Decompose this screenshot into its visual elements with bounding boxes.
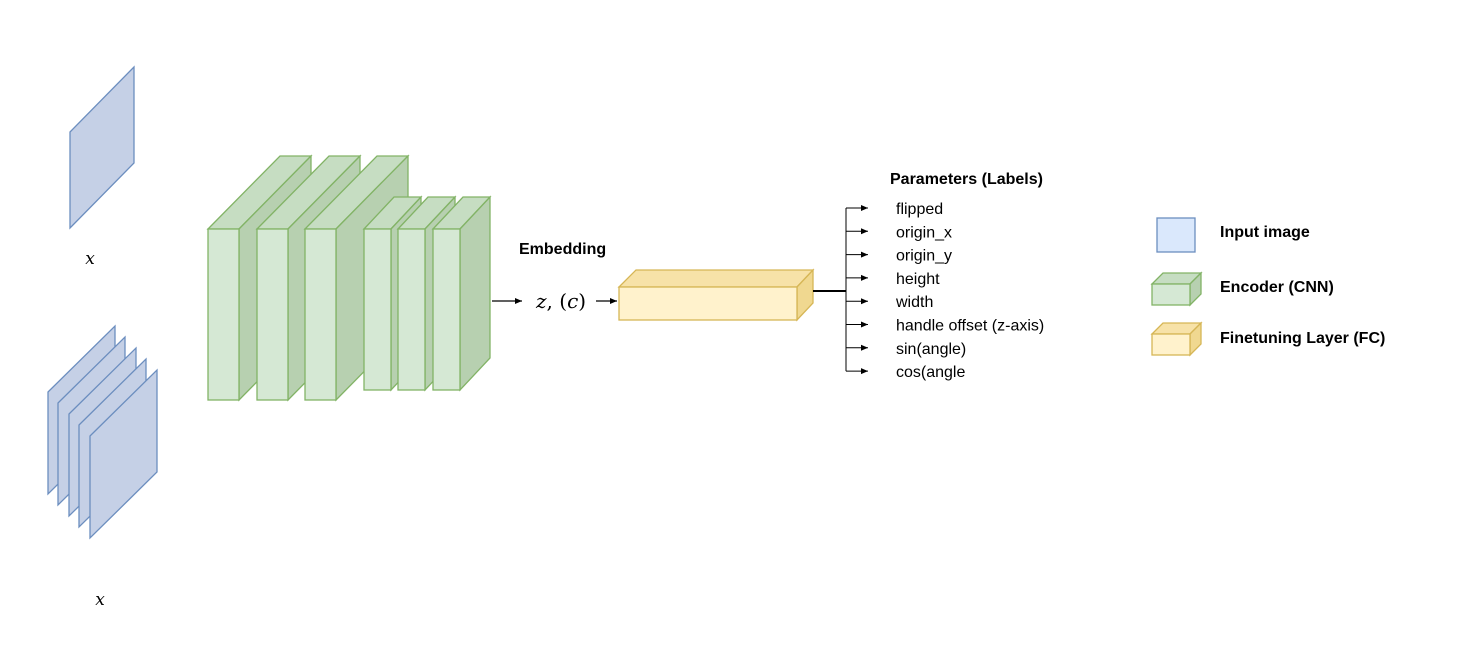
parameter-label: origin_x (896, 224, 952, 241)
encoder-cnn (206, 154, 492, 402)
legend-fc-swatch (1150, 321, 1203, 357)
input-label-bottom: x (95, 590, 105, 610)
legend: Input image Encoder (CNN) Finetuning Lay… (1150, 217, 1385, 357)
input-image-5 (89, 368, 158, 540)
embedding-c: c (567, 289, 578, 313)
parameter-label: sin(angle) (896, 341, 966, 358)
legend-input-swatch (1156, 217, 1196, 253)
legend-fc-label: Finetuning Layer (FC) (1220, 330, 1385, 347)
finetuning-fc-layer (617, 268, 815, 322)
parameter-label: cos(angle (896, 364, 965, 381)
fc-front-face (618, 286, 798, 321)
legend-encoder-label: Encoder (CNN) (1220, 279, 1334, 296)
input-image-stack (47, 324, 158, 540)
encoder-layer-front (256, 228, 289, 401)
parameter-label: handle offset (z-axis) (896, 318, 1044, 335)
legend-fc-front (1151, 333, 1191, 356)
legend-input-label: Input image (1220, 224, 1310, 241)
parameter-label: flipped (896, 201, 943, 218)
encoder-layer-front (304, 228, 337, 401)
parameter-label: origin_y (896, 248, 952, 265)
legend-encoder-front (1151, 283, 1191, 306)
embedding-symbol: z, (c) (535, 289, 586, 313)
embedding-paren-close: ) (578, 289, 586, 313)
encoder-layer-front (397, 228, 426, 391)
embedding-paren-open: ( (559, 289, 567, 313)
parameters-title: Parameters (Labels) (890, 171, 1043, 188)
embedding-separator: , (547, 289, 560, 313)
encoder-layer-front (207, 228, 240, 401)
fc-top-face (617, 269, 815, 288)
parameter-label: height (896, 271, 940, 288)
embedding-title: Embedding (519, 241, 606, 258)
encoder-layer-6 (431, 195, 492, 392)
parameter-label: width (895, 294, 933, 311)
encoder-layer-side (459, 195, 491, 392)
embedding-z: z (535, 289, 547, 313)
input-label-top: x (85, 249, 95, 269)
encoder-layer-front (363, 228, 392, 391)
legend-encoder-swatch (1150, 271, 1203, 307)
encoder-layer-front (432, 228, 461, 391)
input-image-single (69, 65, 135, 230)
